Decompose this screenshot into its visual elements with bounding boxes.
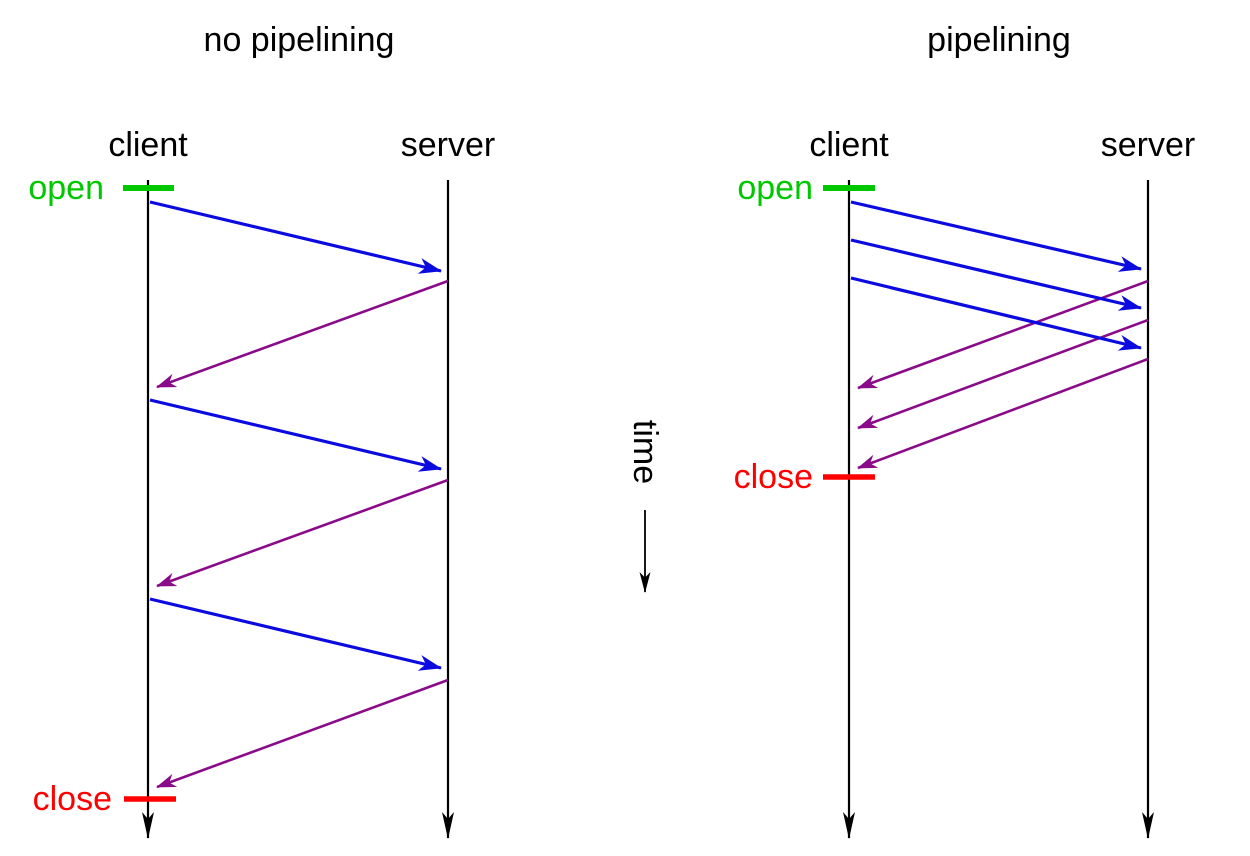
right-response-arrow — [857, 357, 1149, 470]
right-close-label: close — [733, 458, 813, 496]
left-response-arrow — [156, 678, 449, 789]
right-server-label: server — [1100, 126, 1196, 164]
right-request-arrow — [850, 200, 1142, 272]
left-client-label: client — [108, 126, 188, 164]
left-response-arrow — [156, 279, 449, 389]
right-request-arrow — [850, 276, 1142, 351]
left-request-arrow — [149, 398, 442, 472]
time-axis-label: time — [626, 419, 664, 485]
right-client-label: client — [809, 126, 889, 164]
right-panel-title: pipelining — [927, 21, 1071, 59]
left-open-label: open — [28, 169, 104, 207]
left-request-arrow — [149, 200, 442, 274]
left-panel-title: no pipelining — [203, 21, 395, 59]
left-close-label: close — [32, 780, 112, 818]
left-request-arrow — [149, 597, 442, 671]
right-open-label: open — [737, 169, 813, 207]
right-response-arrow — [857, 279, 1149, 390]
right-request-arrow — [850, 238, 1142, 311]
left-response-arrow — [156, 478, 449, 588]
left-server-label: server — [400, 126, 496, 164]
